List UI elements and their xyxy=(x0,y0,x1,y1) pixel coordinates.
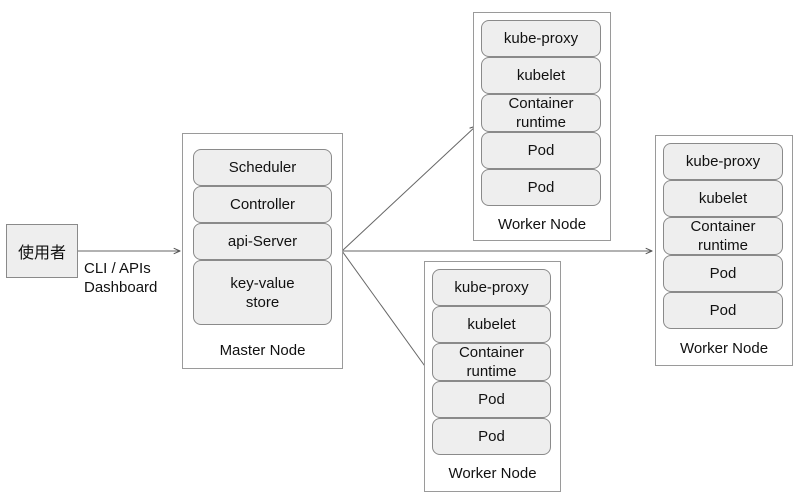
worker-top-pod-1: Pod xyxy=(481,132,601,169)
user-label: 使用者 xyxy=(17,243,66,262)
worker-bottom-kube-proxy: kube-proxy xyxy=(432,269,551,306)
master-component-key-value-store: key-value store xyxy=(193,260,332,325)
worker-right-container-runtime: Container runtime xyxy=(663,217,783,255)
connection-label-line2: Dashboard xyxy=(84,279,158,296)
worker-right-title: Worker Node xyxy=(679,340,769,357)
worker-right-pod-2: Pod xyxy=(663,292,783,329)
master-component-api-server: api-Server xyxy=(193,223,332,260)
worker-top-pod-2: Pod xyxy=(481,169,601,206)
worker-right-pod-1: Pod xyxy=(663,255,783,292)
worker-right-kubelet: kubelet xyxy=(663,180,783,217)
worker-bottom-title: Worker Node xyxy=(448,465,537,482)
worker-bottom-pod-1: Pod xyxy=(432,381,551,418)
worker-top-kube-proxy: kube-proxy xyxy=(481,20,601,57)
worker-bottom-kubelet: kubelet xyxy=(432,306,551,343)
master-node-title: Master Node xyxy=(219,342,306,359)
user-box: 使用者 xyxy=(6,224,78,278)
master-component-scheduler: Scheduler xyxy=(193,149,332,186)
worker-top-container-runtime: Container runtime xyxy=(481,94,601,132)
worker-right-kube-proxy: kube-proxy xyxy=(663,143,783,180)
arrow-master-to-worker-bottom xyxy=(341,250,432,376)
worker-top-kubelet: kubelet xyxy=(481,57,601,94)
arrow-master-to-worker-top xyxy=(341,126,476,252)
connection-label: CLI / APIs Dashboard xyxy=(84,259,157,297)
master-component-controller: Controller xyxy=(193,186,332,223)
worker-bottom-pod-2: Pod xyxy=(432,418,551,455)
worker-top-title: Worker Node xyxy=(497,216,587,233)
worker-bottom-container-runtime: Container runtime xyxy=(432,343,551,381)
connection-label-line1: CLI / APIs xyxy=(84,260,151,277)
